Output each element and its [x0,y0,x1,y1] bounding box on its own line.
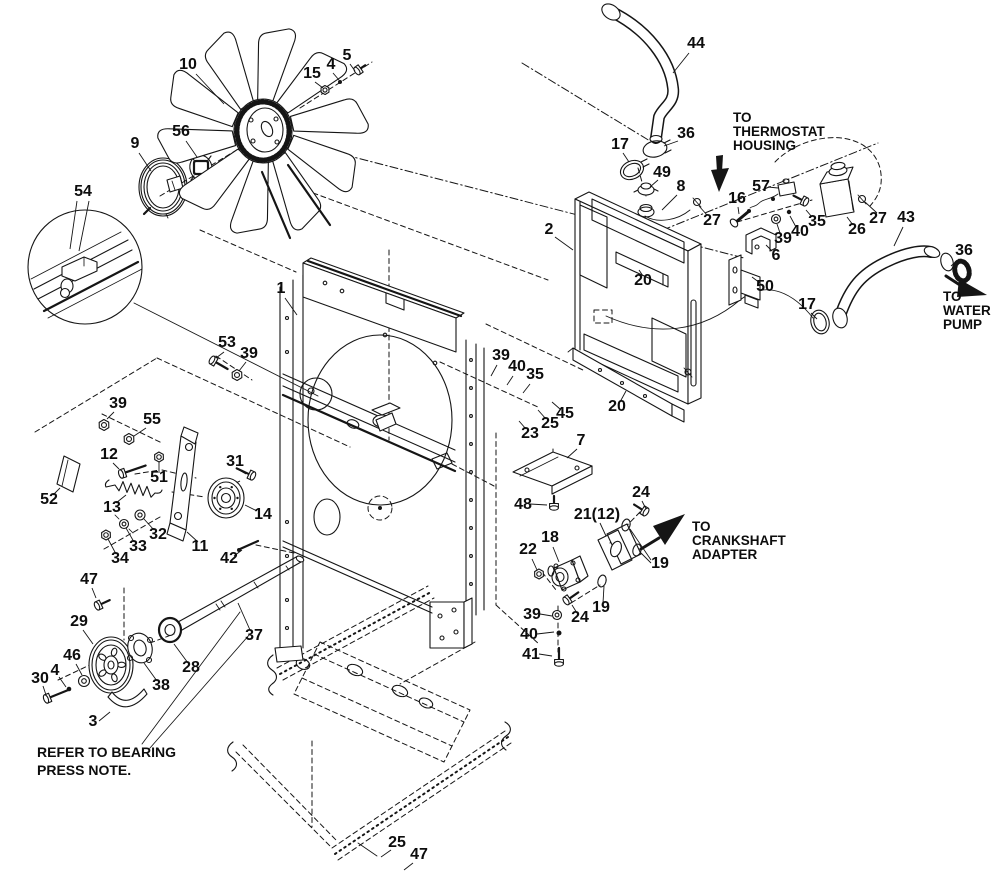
part-label-39: 39 [523,606,541,623]
part-label-12: 12 [100,446,118,463]
part-label-36: 36 [955,242,973,259]
part-label-19: 19 [592,599,610,616]
to-crankshaft-adapter-line-1: CRANKSHAFT [692,533,786,548]
part-label-41: 41 [522,646,540,663]
part-label-39: 39 [109,395,127,412]
part-label-14: 14 [254,506,272,523]
part-label-35: 35 [526,366,544,383]
part-label-32: 32 [149,526,167,543]
part-label-4: 4 [51,662,60,679]
part-label-15: 15 [303,65,321,82]
to-water-pump-line-0: TO [943,289,962,304]
part-label-40: 40 [791,223,809,240]
part-label-4: 4 [327,56,336,73]
part-label-26: 26 [848,221,866,238]
to-crankshaft-adapter-line-0: TO [692,519,711,534]
part-label-23: 23 [521,425,539,442]
part-label-20: 20 [608,398,626,415]
part-label-50: 50 [756,278,774,295]
part-label-6: 6 [772,247,781,264]
part-label-48: 48 [514,496,532,513]
part-label-38: 38 [152,677,170,694]
part-label-47: 47 [80,571,98,588]
part-label-13: 13 [103,499,121,516]
part-label-57: 57 [752,178,770,195]
part-label-22: 22 [519,541,537,558]
to-water-pump-line-2: PUMP [943,317,982,332]
part-label-20: 20 [634,272,652,289]
part-label-46: 46 [63,647,81,664]
to-water-pump-line-1: WATER [943,303,991,318]
bearing-press-note-line-1: PRESS NOTE. [37,762,131,778]
part-label-7: 7 [577,432,586,449]
part-label-11: 11 [192,538,209,555]
part-label-44: 44 [687,35,705,52]
part-label-47: 47 [410,846,428,863]
part-label-30: 30 [31,670,49,687]
part-label-39: 39 [774,230,792,247]
part-label-42: 42 [220,550,238,567]
part-label-10: 10 [179,56,197,73]
part-label-34: 34 [111,550,129,567]
part-label-28: 28 [182,659,200,676]
part-label-56: 56 [172,123,190,140]
part-label-36: 36 [677,125,695,142]
part-label-17: 17 [798,296,816,313]
part-label-24: 24 [571,609,589,626]
part-label-25: 25 [388,834,406,851]
part-label-27: 27 [703,212,721,229]
to-thermostat-housing-line-0: TO [733,110,752,125]
to-crankshaft-adapter-line-2: ADAPTER [692,547,758,562]
part-label-53: 53 [218,334,236,351]
part-label-17: 17 [611,136,629,153]
part-label-24: 24 [632,484,650,501]
part-label-43: 43 [897,209,915,226]
part-label-16: 16 [728,190,746,207]
part-label-25: 25 [541,415,559,432]
part-label-37: 37 [245,627,263,644]
diagram-line-art [27,3,987,861]
part-label-51: 51 [150,469,168,486]
part-label-18: 18 [541,529,559,546]
part-label-52: 52 [40,491,58,508]
part-label-55: 55 [143,411,161,428]
part-label-3: 3 [89,713,98,730]
part-label-45: 45 [556,405,574,422]
part-label-40: 40 [508,358,526,375]
part-label-29: 29 [70,613,88,630]
part-label-49: 49 [653,164,671,181]
part-label-5: 5 [343,47,352,64]
part-label-19: 19 [651,555,669,572]
to-thermostat-housing-line-1: THERMOSTAT [733,124,825,139]
part-label-27: 27 [869,210,887,227]
part-label-9: 9 [131,135,140,152]
part-label-2: 2 [545,221,554,238]
part-label-39: 39 [240,345,258,362]
part-label-1: 1 [277,280,286,297]
part-label-54: 54 [74,183,92,200]
to-thermostat-housing-line-2: HOUSING [733,138,796,153]
part-label-31: 31 [226,453,244,470]
bearing-press-note-line-0: REFER TO BEARING [37,744,176,760]
part-label-39: 39 [492,347,510,364]
part-label-21(12): 21(12) [574,506,620,523]
part-label-40: 40 [520,626,538,643]
part-label-8: 8 [677,178,686,195]
part-label-35: 35 [808,213,826,230]
part-label-33: 33 [129,538,147,555]
